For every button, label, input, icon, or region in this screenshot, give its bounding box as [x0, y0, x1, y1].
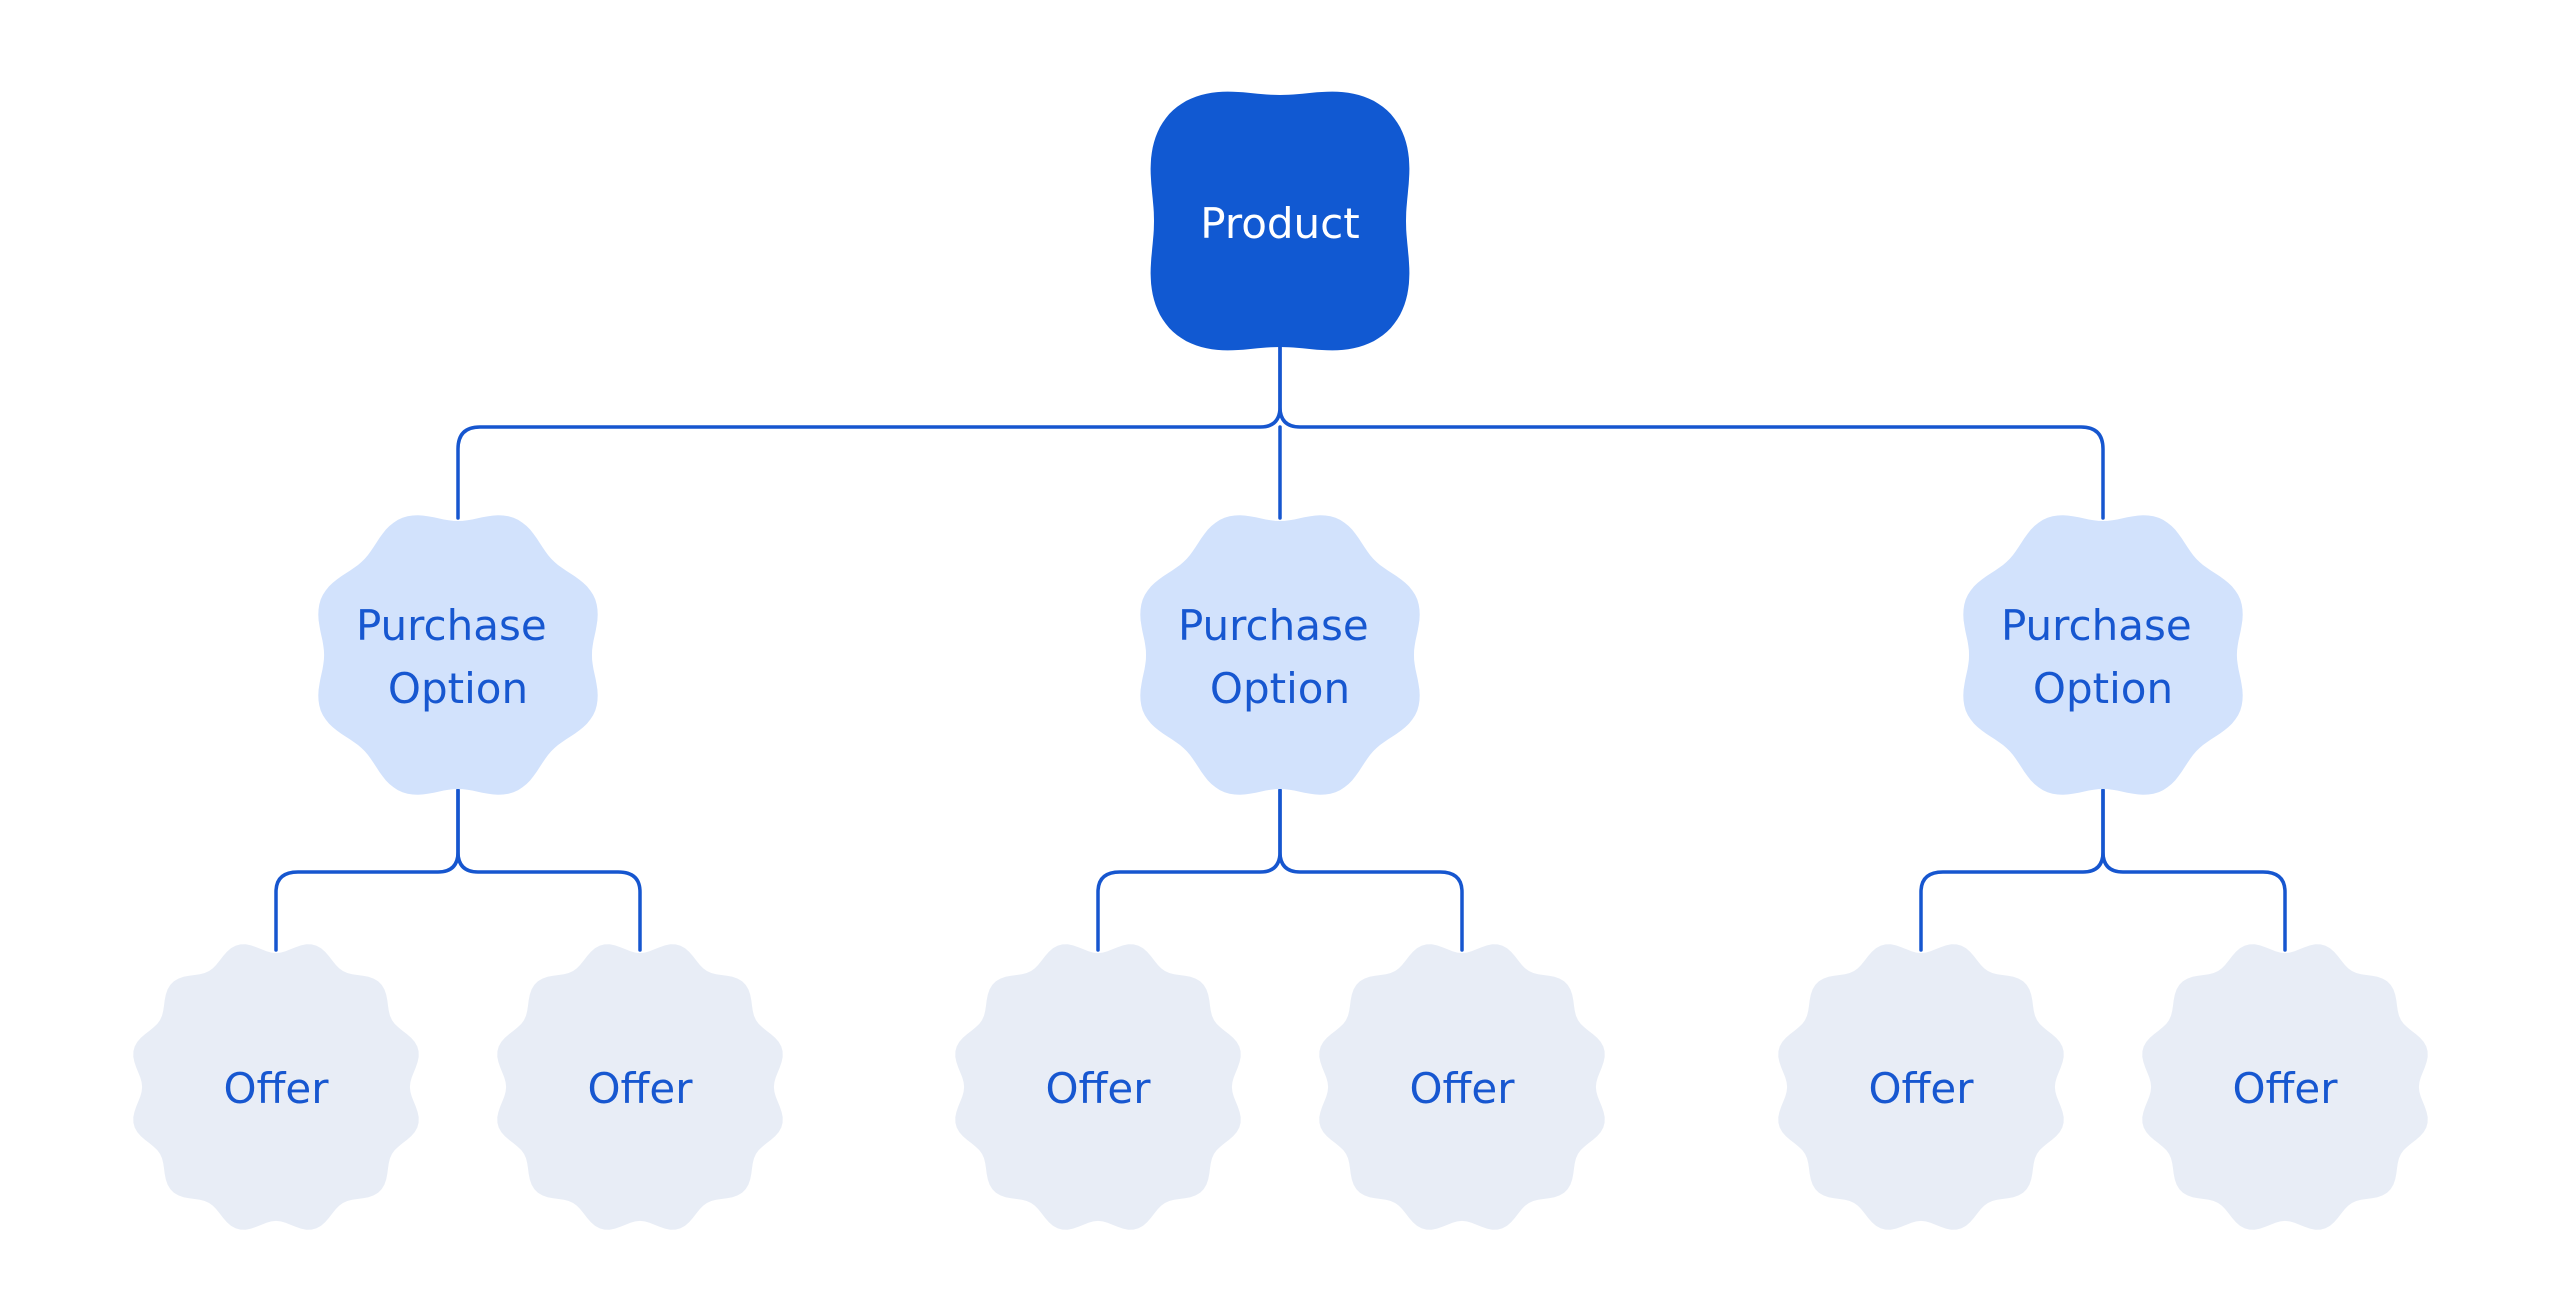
connector-product-to-right-purchase [1278, 343, 2105, 520]
purchase-option-label-line2: Option [1210, 664, 1350, 713]
connector-left-purchase-to-offer-1 [274, 788, 460, 952]
connector-product-to-left-purchase [456, 343, 1282, 520]
node-offer-6: Offer [2142, 944, 2428, 1230]
node-product: Product [1150, 91, 1410, 351]
purchase-option-node-shape [1963, 515, 2243, 795]
purchase-option-label-line1: Purchase [2001, 601, 2192, 650]
offer-node-label: Offer [223, 1064, 329, 1113]
purchase-option-label-line1: Purchase [1178, 601, 1369, 650]
offer-node-label: Offer [2232, 1064, 2338, 1113]
connector-left-purchase-to-offer-2 [456, 788, 642, 952]
product-node-shape [1150, 91, 1410, 351]
offer-node-label: Offer [1409, 1064, 1515, 1113]
purchase-option-node-shape [1140, 515, 1420, 795]
offer-node-shape [133, 944, 419, 1230]
connectors-level-1 [456, 343, 2105, 520]
purchase-option-label-line2: Option [388, 664, 528, 713]
purchase-option-label-line1: Purchase [356, 601, 547, 650]
node-purchase-option-2: Purchase Option [1140, 515, 1420, 795]
offer-node-shape [1319, 944, 1605, 1230]
offer-node-shape [497, 944, 783, 1230]
offer-node-label: Offer [1045, 1064, 1151, 1113]
node-purchase-option-1: Purchase Option [318, 515, 598, 795]
connector-right-purchase-to-offer-5 [1919, 788, 2105, 952]
purchase-option-node-label: Purchase Option [2001, 601, 2205, 713]
node-offer-2: Offer [497, 944, 783, 1230]
offer-node-label: Offer [1868, 1064, 1974, 1113]
node-offer-3: Offer [955, 944, 1241, 1230]
offer-node-label: Offer [587, 1064, 693, 1113]
offer-node-shape [1778, 944, 2064, 1230]
connector-middle-purchase-to-offer-4 [1278, 788, 1464, 952]
node-offer-5: Offer [1778, 944, 2064, 1230]
purchase-option-node-label: Purchase Option [356, 601, 560, 713]
node-purchase-option-3: Purchase Option [1963, 515, 2243, 795]
node-offer-1: Offer [133, 944, 419, 1230]
offer-node-shape [2142, 944, 2428, 1230]
node-offer-4: Offer [1319, 944, 1605, 1230]
purchase-option-node-label: Purchase Option [1178, 601, 1382, 713]
product-node-label: Product [1200, 199, 1359, 248]
offer-node-shape [955, 944, 1241, 1230]
purchase-option-label-line2: Option [2033, 664, 2173, 713]
connector-middle-purchase-to-offer-3 [1096, 788, 1282, 952]
purchase-option-node-shape [318, 515, 598, 795]
connector-right-purchase-to-offer-6 [2101, 788, 2287, 952]
connectors-level-2 [274, 788, 2287, 952]
